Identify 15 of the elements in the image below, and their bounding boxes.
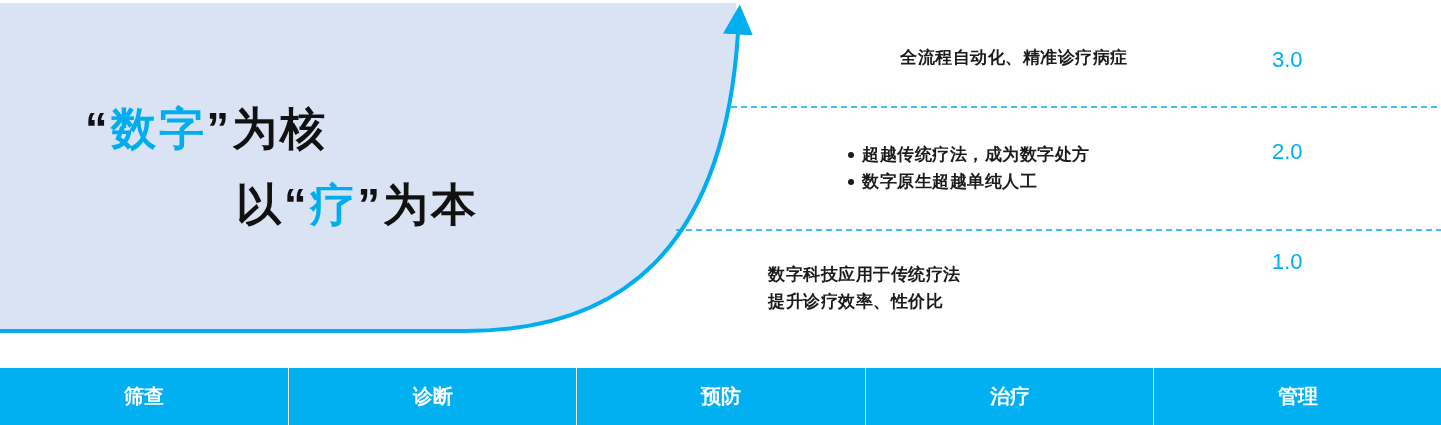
stage-description: 提升诊疗效率、性价比 — [768, 291, 943, 313]
stage-cell: 诊断 — [289, 368, 576, 425]
stage-cell: 筛查 — [0, 368, 288, 425]
headline-text: 以“疗”为本 — [236, 178, 479, 232]
version-number: 1.0 — [1272, 248, 1303, 276]
stage-description: 数字原生超越单纯人工 — [862, 171, 1037, 193]
version-number: 3.0 — [1272, 46, 1303, 74]
version-number: 2.0 — [1272, 138, 1303, 166]
stage-description: 数字科技应用于传统疗法 — [768, 264, 961, 286]
stage-description: 超越传统疗法，成为数字处方 — [862, 144, 1090, 166]
stage-cell: 治疗 — [866, 368, 1153, 425]
stage-description: 全流程自动化、精准诊疗病症 — [900, 47, 1128, 69]
headline-text: “数字”为核 — [85, 102, 328, 156]
stage-cell: 预防 — [577, 368, 865, 425]
stage-cell: 管理 — [1154, 368, 1441, 425]
